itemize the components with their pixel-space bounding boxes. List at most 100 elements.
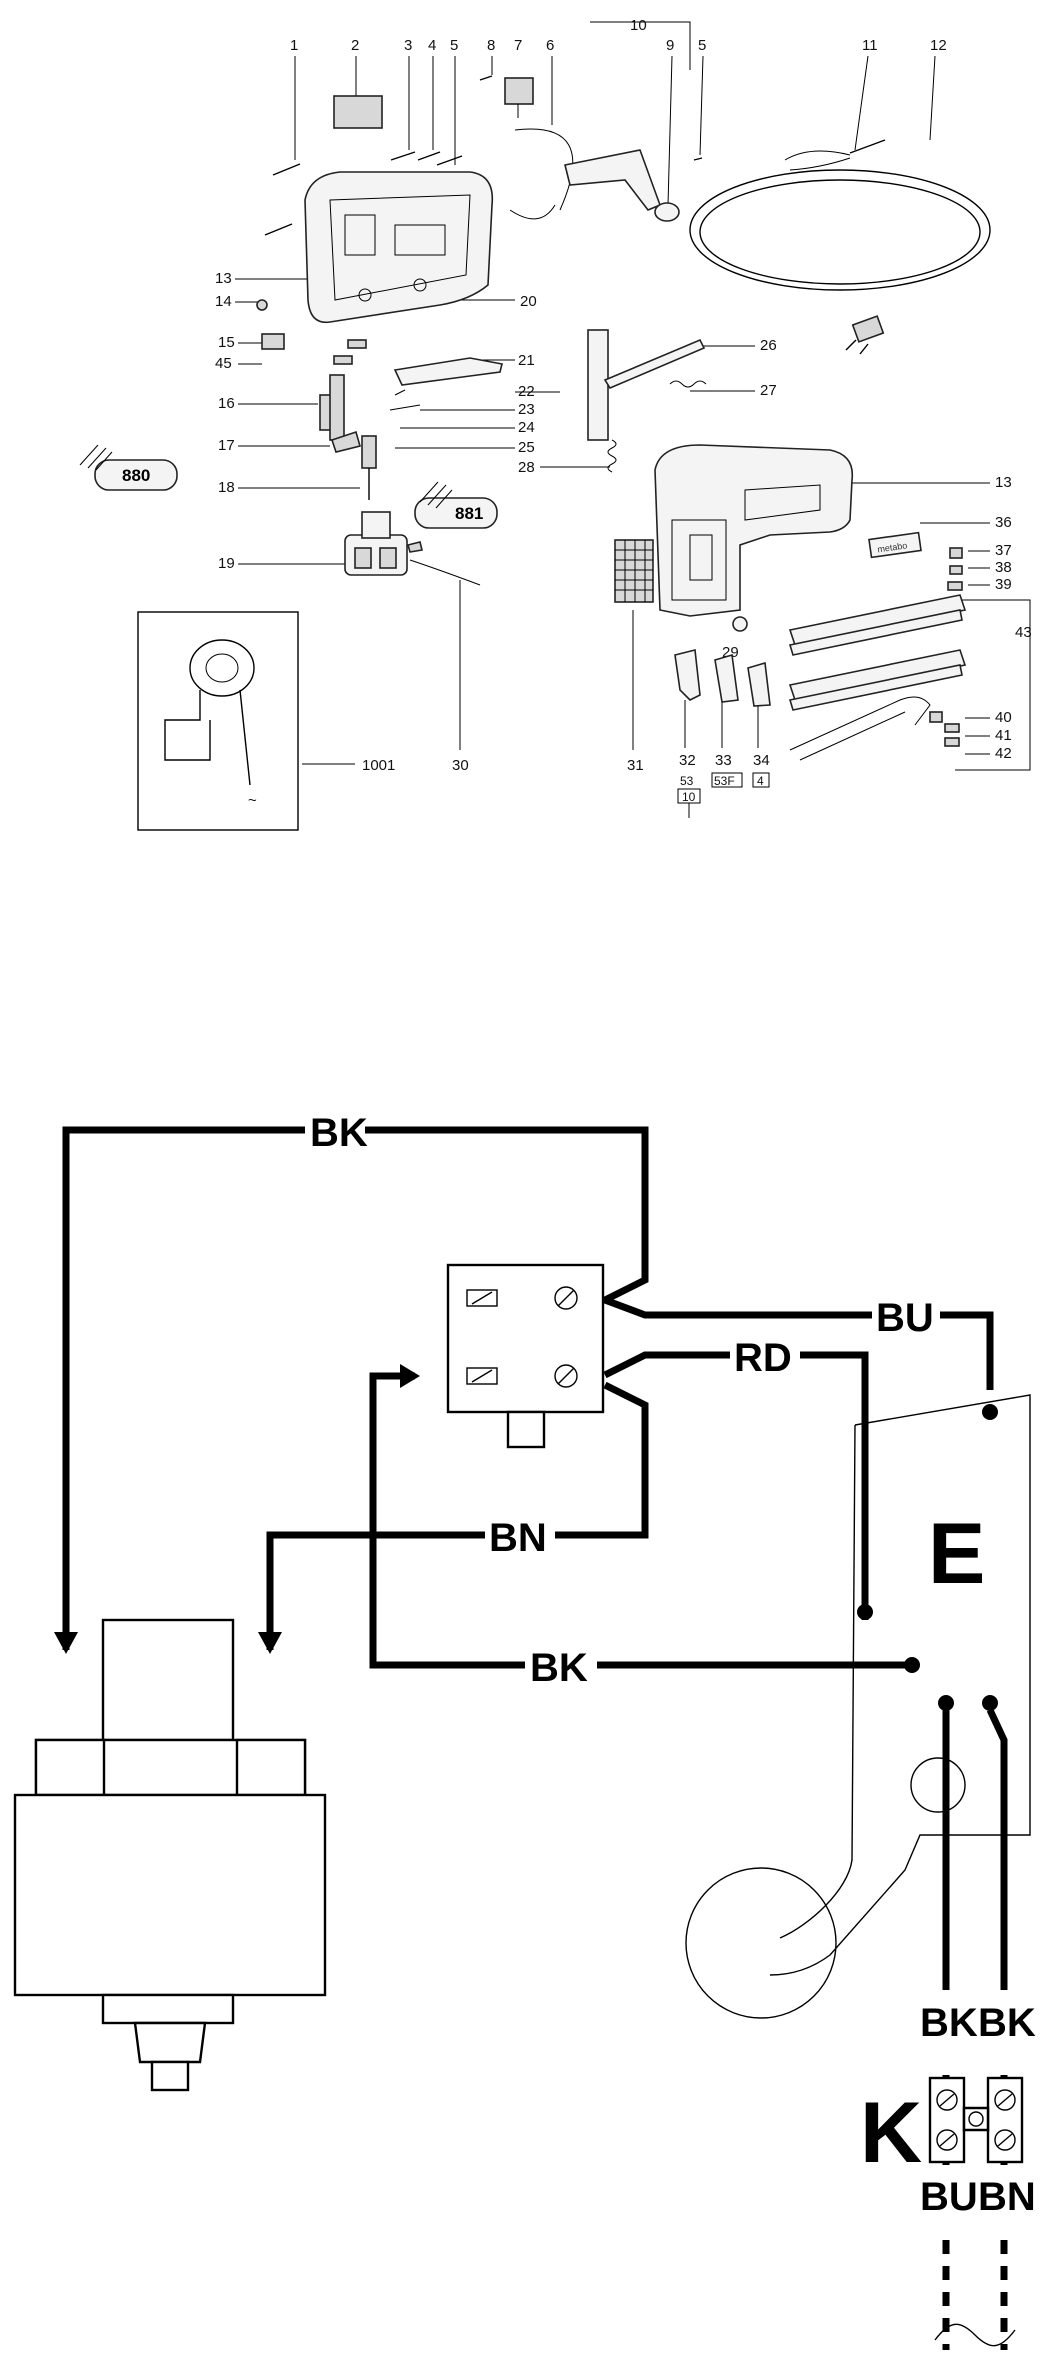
part-label-11: 11 [862, 37, 878, 54]
electronics-module: E [685, 1394, 1031, 2019]
part-label-27: 27 [760, 382, 777, 399]
wire-label-bk-top: BK [310, 1111, 368, 1155]
part-label-39: 39 [995, 576, 1012, 593]
sub-label-53f: 53F [714, 774, 735, 788]
exploded-view: 1 2 3 4 5 8 7 6 10 9 5 11 12 13 14 20 15… [79, 17, 1032, 831]
arrow-bk-switch [400, 1364, 420, 1388]
part-label-14: 14 [215, 293, 232, 310]
part-label-17: 17 [218, 437, 235, 454]
label-plate [333, 95, 383, 129]
part-label-24: 24 [518, 419, 535, 436]
part-label-36: 36 [995, 514, 1012, 531]
bracket-part [564, 149, 662, 211]
tag-32 [674, 649, 701, 701]
part-label-30: 30 [452, 757, 469, 774]
part-label-18: 18 [218, 479, 235, 496]
part-label-26: 26 [760, 337, 777, 354]
dot-bk-right [982, 1695, 998, 1711]
grease-tube-880-label: 880 [122, 466, 150, 485]
wire-bk-mid [369, 1372, 912, 1669]
wire-bk-right [986, 1708, 1008, 1990]
wire-label-bk-left: BK [920, 2001, 978, 2045]
brand-plate-text: metabo [877, 540, 908, 554]
detail-ac-symbol: ~ [248, 792, 257, 809]
pusher-rod [789, 696, 931, 751]
part-label-32: 32 [679, 752, 696, 769]
part-17 [330, 430, 361, 453]
mains-cable [689, 139, 991, 355]
part-label-42: 42 [995, 745, 1012, 762]
dot-bk-left [938, 1695, 954, 1711]
part-label-8: 8 [487, 37, 495, 54]
wire-label-bn-mid: BN [489, 1516, 547, 1560]
grease-tube-881-label: 881 [455, 504, 483, 523]
dot-bu [982, 1404, 998, 1420]
part-label-40: 40 [995, 709, 1012, 726]
part-label-1001: 1001 [362, 757, 395, 774]
part-label-6: 6 [546, 37, 554, 54]
arrow-bn [258, 1632, 282, 1654]
part-label-9: 9 [666, 37, 674, 54]
part-label-2: 2 [351, 37, 359, 54]
part-label-1: 1 [290, 37, 298, 54]
screw-group [256, 75, 703, 311]
pin-45 [347, 339, 367, 349]
tag-34 [747, 661, 771, 707]
spring-28 [607, 439, 617, 473]
part-label-12: 12 [930, 37, 947, 54]
part-label-33: 33 [715, 752, 732, 769]
part-label-5b: 5 [698, 37, 706, 54]
dot-rd [857, 1604, 873, 1620]
motor-assembly [13, 1618, 327, 2092]
dot-bk [904, 1657, 920, 1673]
part-label-23: 23 [518, 401, 535, 418]
motor-detail-box: ~ [137, 611, 299, 831]
washer-part [654, 202, 680, 222]
wiring-diagram: E K BK BU RD BN BK BK [13, 1108, 1036, 2350]
electronics-label: E [928, 1506, 985, 1602]
wire-label-bu-bottom: BU [920, 2175, 978, 2219]
magazine-rails [788, 594, 967, 711]
slider-plate [587, 329, 609, 441]
part-18-cap [361, 435, 377, 469]
part-label-37: 37 [995, 542, 1012, 559]
wire-label-rd: RD [734, 1336, 792, 1380]
tag-33 [714, 653, 739, 703]
tacker-body [654, 444, 854, 617]
switch-box [446, 1263, 605, 1449]
terminal-block: K [860, 2076, 1024, 2181]
arm-part [603, 338, 706, 390]
grease-tube-881: 881 [414, 481, 498, 529]
part-label-43: 43 [1015, 624, 1032, 641]
part-label-19: 19 [218, 555, 235, 572]
part-16 [329, 374, 345, 441]
arrow-bk-left [54, 1632, 78, 1654]
part-label-34: 34 [753, 752, 770, 769]
part-label-21: 21 [518, 352, 535, 369]
wire-label-bn-bottom: BN [978, 2175, 1036, 2219]
part-label-13: 13 [215, 270, 232, 287]
part-label-10: 10 [630, 17, 647, 34]
housing-half [304, 171, 494, 324]
wire-label-bk-right: BK [978, 2001, 1036, 2045]
part-label-20: 20 [520, 293, 537, 310]
wire-label-bu-top: BU [876, 1296, 934, 1340]
part-label-38: 38 [995, 559, 1012, 576]
washer-29 [732, 616, 748, 632]
brand-plate [868, 531, 922, 559]
part-label-7: 7 [514, 37, 522, 54]
staple-block [614, 539, 654, 603]
part-label-16: 16 [218, 395, 235, 412]
sub-label-4: 4 [757, 774, 764, 788]
part-label-28: 28 [518, 459, 535, 476]
part-15 [261, 333, 285, 350]
terminal-label: K [860, 2085, 922, 2181]
wire-bn [266, 1381, 649, 1650]
switch-component [504, 77, 534, 105]
spring-27 [669, 380, 707, 388]
sub-label-53: 53 [680, 774, 694, 788]
part-label-45: 45 [215, 355, 232, 372]
pin-45b [333, 355, 353, 365]
trigger-lever [393, 357, 503, 386]
